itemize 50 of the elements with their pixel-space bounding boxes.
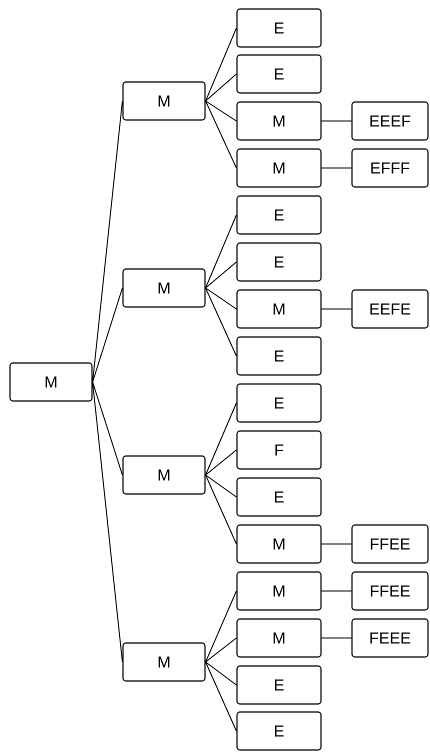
connector-line: [92, 382, 123, 662]
tree-box: EFFF: [351, 148, 429, 188]
connector-line: [205, 402, 237, 476]
connector-line: [205, 214, 237, 288]
tree-box: F: [236, 430, 322, 470]
tree-box: M: [236, 618, 322, 658]
tree-box: E: [236, 383, 322, 423]
tree-box: M: [236, 101, 322, 141]
connector-line: [321, 590, 352, 592]
tree-box: M: [122, 268, 206, 308]
connector-line: [205, 662, 237, 686]
tree-box: E: [236, 336, 322, 376]
connector-line: [205, 450, 237, 476]
tree-box: M: [9, 362, 93, 402]
connector-line: [205, 288, 237, 310]
connector-line: [205, 100, 237, 122]
connector-line: [205, 590, 237, 662]
connector-line: [205, 28, 237, 102]
tree-box: M: [122, 455, 206, 495]
tree-box: E: [236, 477, 322, 517]
tree-box: E: [236, 242, 322, 282]
tree-box: EEEF: [351, 101, 429, 141]
connector-line: [205, 288, 237, 356]
tree-box: E: [236, 711, 322, 751]
connector-line: [205, 474, 237, 544]
tree-box: M: [236, 148, 322, 188]
tree-box: FFEE: [351, 571, 429, 611]
connector-line: [205, 474, 237, 498]
tree-box: EEFE: [351, 289, 429, 329]
connector-line: [92, 288, 123, 382]
tree-box: E: [236, 195, 322, 235]
tree-box: M: [236, 524, 322, 564]
tree-box: E: [236, 665, 322, 705]
tree-box: M: [122, 642, 206, 682]
connector-line: [321, 120, 352, 122]
tree-box: M: [236, 571, 322, 611]
connector-line: [205, 100, 237, 168]
connector-line: [205, 638, 237, 662]
tree-box: M: [236, 289, 322, 329]
connector-line: [92, 100, 123, 382]
tree-box: E: [236, 54, 322, 94]
connector-line: [321, 308, 352, 310]
tree-box: FEEE: [351, 618, 429, 658]
connector-line: [205, 262, 237, 288]
connector-line: [92, 382, 123, 476]
tree-box: E: [236, 8, 322, 48]
connector-line: [205, 74, 237, 102]
connector-line: [205, 662, 237, 732]
tree-box: FFEE: [351, 524, 429, 564]
tree-box: M: [122, 81, 206, 121]
